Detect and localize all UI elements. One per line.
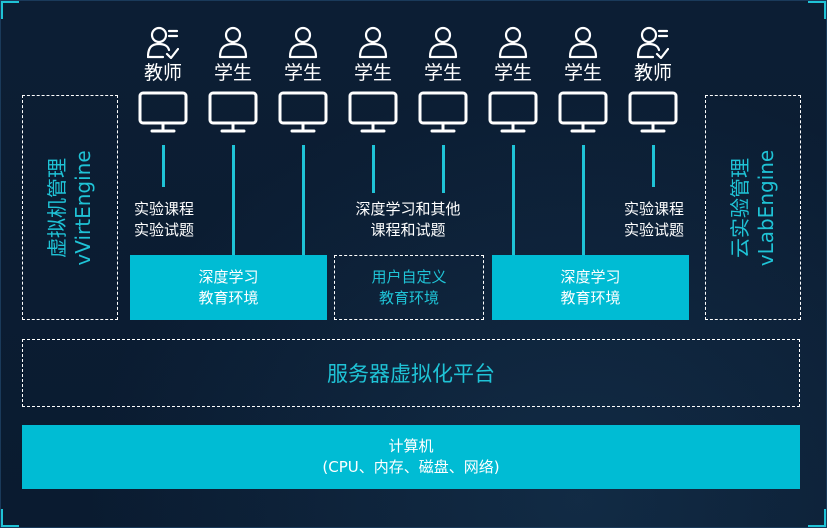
student-icon	[497, 25, 529, 59]
user-role-label: 学生	[283, 62, 322, 84]
computer-title: 计算机	[388, 437, 434, 455]
student-icon	[357, 25, 389, 59]
platform-title: 服务器虚拟化平台	[327, 362, 495, 386]
corner-top-left	[1, 1, 19, 19]
user-7: 学生	[553, 25, 613, 134]
user-3: 学生	[273, 25, 333, 134]
corner-top-right	[808, 1, 826, 19]
label-middle-line2: 课程和试题	[370, 221, 446, 239]
env-right-line1: 深度学习	[560, 267, 621, 286]
label-right: 实验课程 实验试题	[616, 199, 692, 241]
side-panel-left-text: 虚拟机管理 vVirtEngine	[44, 150, 96, 265]
env-left-line1: 深度学习	[198, 267, 259, 286]
user-role-label: 学生	[353, 62, 392, 84]
user-role-label: 学生	[213, 62, 252, 84]
side-panel-right-subtitle: vLabEngine	[754, 149, 778, 266]
computer-layer: 计算机 (CPU、内存、磁盘、网络)	[22, 425, 800, 489]
env-left-line2: 教育环境	[198, 288, 259, 307]
corner-bottom-left	[1, 509, 19, 527]
env-middle-line1: 用户自定义	[371, 267, 447, 286]
monitor-icon	[137, 90, 189, 134]
env-middle-line2: 教育环境	[378, 288, 439, 307]
user-role-label: 教师	[143, 62, 182, 84]
user-role-label: 学生	[563, 62, 602, 84]
side-panel-right: 云实验管理 vLabEngine	[705, 95, 801, 320]
env-middle: 用户自定义 教育环境	[334, 255, 484, 320]
monitor-icon	[557, 90, 609, 134]
env-right: 深度学习 教育环境	[492, 255, 689, 320]
teacher-icon	[146, 25, 180, 60]
connector-line	[302, 145, 305, 255]
user-2: 学生	[203, 25, 263, 134]
label-left-line2: 实验试题	[133, 221, 194, 239]
student-icon	[567, 25, 599, 59]
virtualization-platform: 服务器虚拟化平台	[22, 339, 800, 407]
connector-line	[162, 145, 165, 187]
computer-subtitle: (CPU、内存、磁盘、网络)	[322, 458, 500, 476]
teacher-icon	[636, 25, 670, 60]
monitor-icon	[347, 90, 399, 134]
monitor-icon	[417, 90, 469, 134]
user-4: 学生	[343, 25, 403, 134]
monitor-icon	[277, 90, 329, 134]
monitor-icon	[207, 90, 259, 134]
connector-line	[372, 145, 375, 193]
side-panel-right-title: 云实验管理	[728, 157, 752, 258]
side-panel-right-text: 云实验管理 vLabEngine	[727, 149, 779, 265]
student-icon	[217, 25, 249, 59]
user-8: 教师	[623, 25, 683, 134]
student-icon	[427, 25, 459, 59]
student-icon	[287, 25, 319, 59]
user-6: 学生	[483, 25, 543, 134]
user-role-label: 教师	[633, 62, 672, 84]
label-middle-line1: 深度学习和其他	[355, 200, 461, 218]
user-5: 学生	[413, 25, 473, 134]
user-role-label: 学生	[493, 62, 532, 84]
label-right-line1: 实验课程	[623, 200, 684, 218]
monitor-icon	[487, 90, 539, 134]
label-right-line2: 实验试题	[623, 221, 684, 239]
connector-line	[652, 145, 655, 187]
side-panel-left-title: 虚拟机管理	[45, 157, 69, 258]
connector-line	[582, 145, 585, 255]
corner-bottom-right	[808, 509, 826, 527]
connector-line	[232, 145, 235, 255]
monitor-icon	[627, 90, 679, 134]
user-1: 教师	[133, 25, 193, 134]
label-left-line1: 实验课程	[133, 200, 194, 218]
label-middle: 深度学习和其他 课程和试题	[338, 199, 478, 241]
side-panel-left-subtitle: vVirtEngine	[71, 149, 95, 266]
side-panel-left: 虚拟机管理 vVirtEngine	[22, 95, 118, 320]
user-role-label: 学生	[423, 62, 462, 84]
env-left: 深度学习 教育环境	[130, 255, 327, 320]
connector-line	[442, 145, 445, 193]
env-right-line2: 教育环境	[560, 288, 621, 307]
connector-line	[512, 145, 515, 255]
label-left: 实验课程 实验试题	[126, 199, 202, 241]
